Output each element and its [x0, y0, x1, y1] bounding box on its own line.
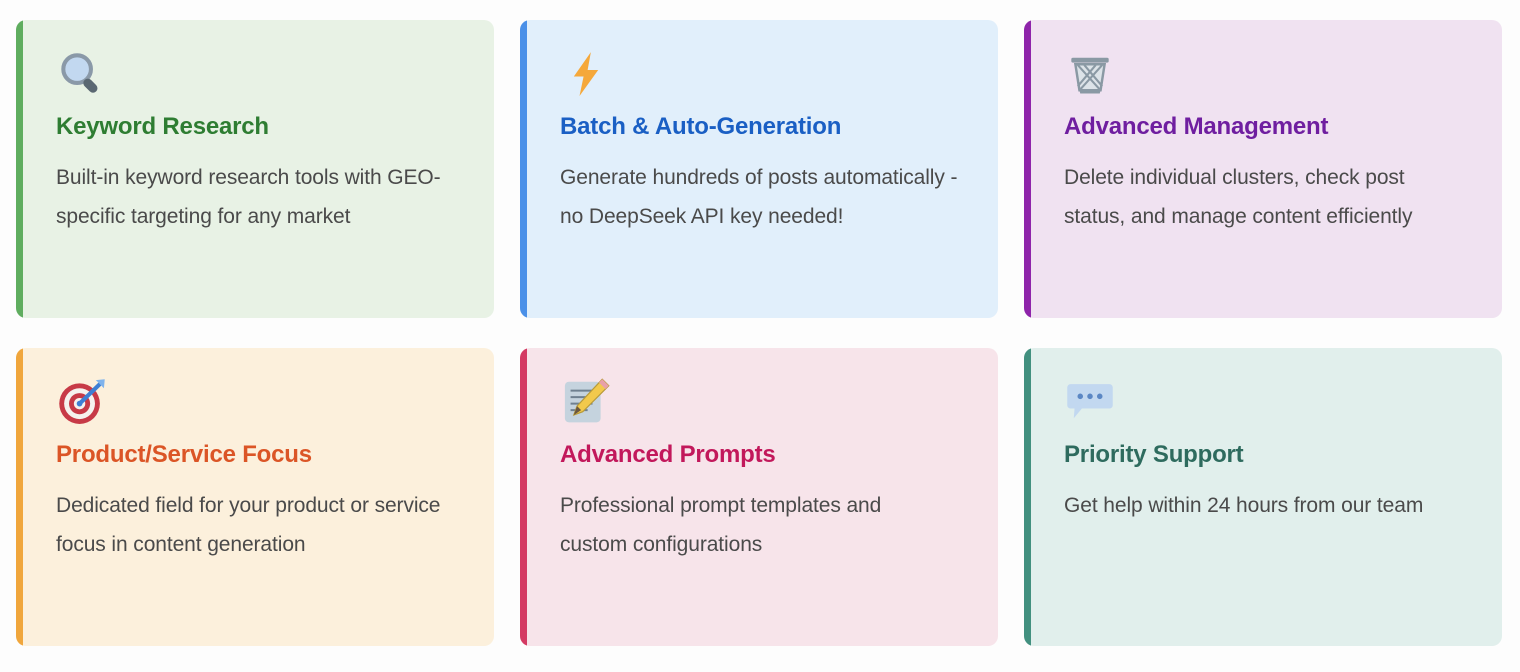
card-description: Get help within 24 hours from our team	[1064, 494, 1424, 518]
card-accent-bar	[520, 348, 527, 646]
feature-card-advanced-management[interactable]: Advanced Management Delete individual cl…	[1024, 20, 1502, 318]
feature-card-advanced-prompts[interactable]: Advanced Prompts Professional prompt tem…	[520, 348, 998, 646]
feature-card-product-service-focus[interactable]: Product/Service Focus Dedicated field fo…	[16, 348, 494, 646]
card-title: Product/Service Focus	[56, 441, 312, 468]
card-description: Dedicated field for your product or serv…	[56, 494, 441, 557]
card-accent-bar	[1024, 348, 1031, 646]
feature-card-keyword-research[interactable]: Keyword Research Built-in keyword resear…	[16, 20, 494, 318]
card-title: Advanced Management	[1064, 113, 1329, 140]
card-accent-bar	[520, 20, 527, 318]
speech-bubble-icon	[1064, 376, 1116, 428]
magnifying-glass-icon	[56, 48, 108, 100]
card-title: Advanced Prompts	[560, 441, 776, 468]
card-accent-bar	[1024, 20, 1031, 318]
card-title: Batch & Auto-Generation	[560, 113, 842, 140]
feature-card-priority-support[interactable]: Priority Support Get help within 24 hour…	[1024, 348, 1502, 646]
wastebasket-icon	[1064, 48, 1116, 100]
card-description: Delete individual clusters, check post s…	[1064, 166, 1413, 229]
card-accent-bar	[16, 20, 23, 318]
lightning-bolt-icon	[560, 48, 612, 100]
card-accent-bar	[16, 348, 23, 646]
card-description: Built-in keyword research tools with GEO…	[56, 166, 441, 229]
card-description: Generate hundreds of posts automatically…	[560, 166, 958, 229]
card-description: Professional prompt templates and custom…	[560, 494, 882, 557]
card-title: Keyword Research	[56, 113, 269, 140]
bullseye-dart-icon	[56, 376, 108, 428]
memo-pencil-icon	[560, 376, 612, 428]
feature-card-batch-auto-generation[interactable]: Batch & Auto-Generation Generate hundred…	[520, 20, 998, 318]
card-title: Priority Support	[1064, 441, 1244, 468]
